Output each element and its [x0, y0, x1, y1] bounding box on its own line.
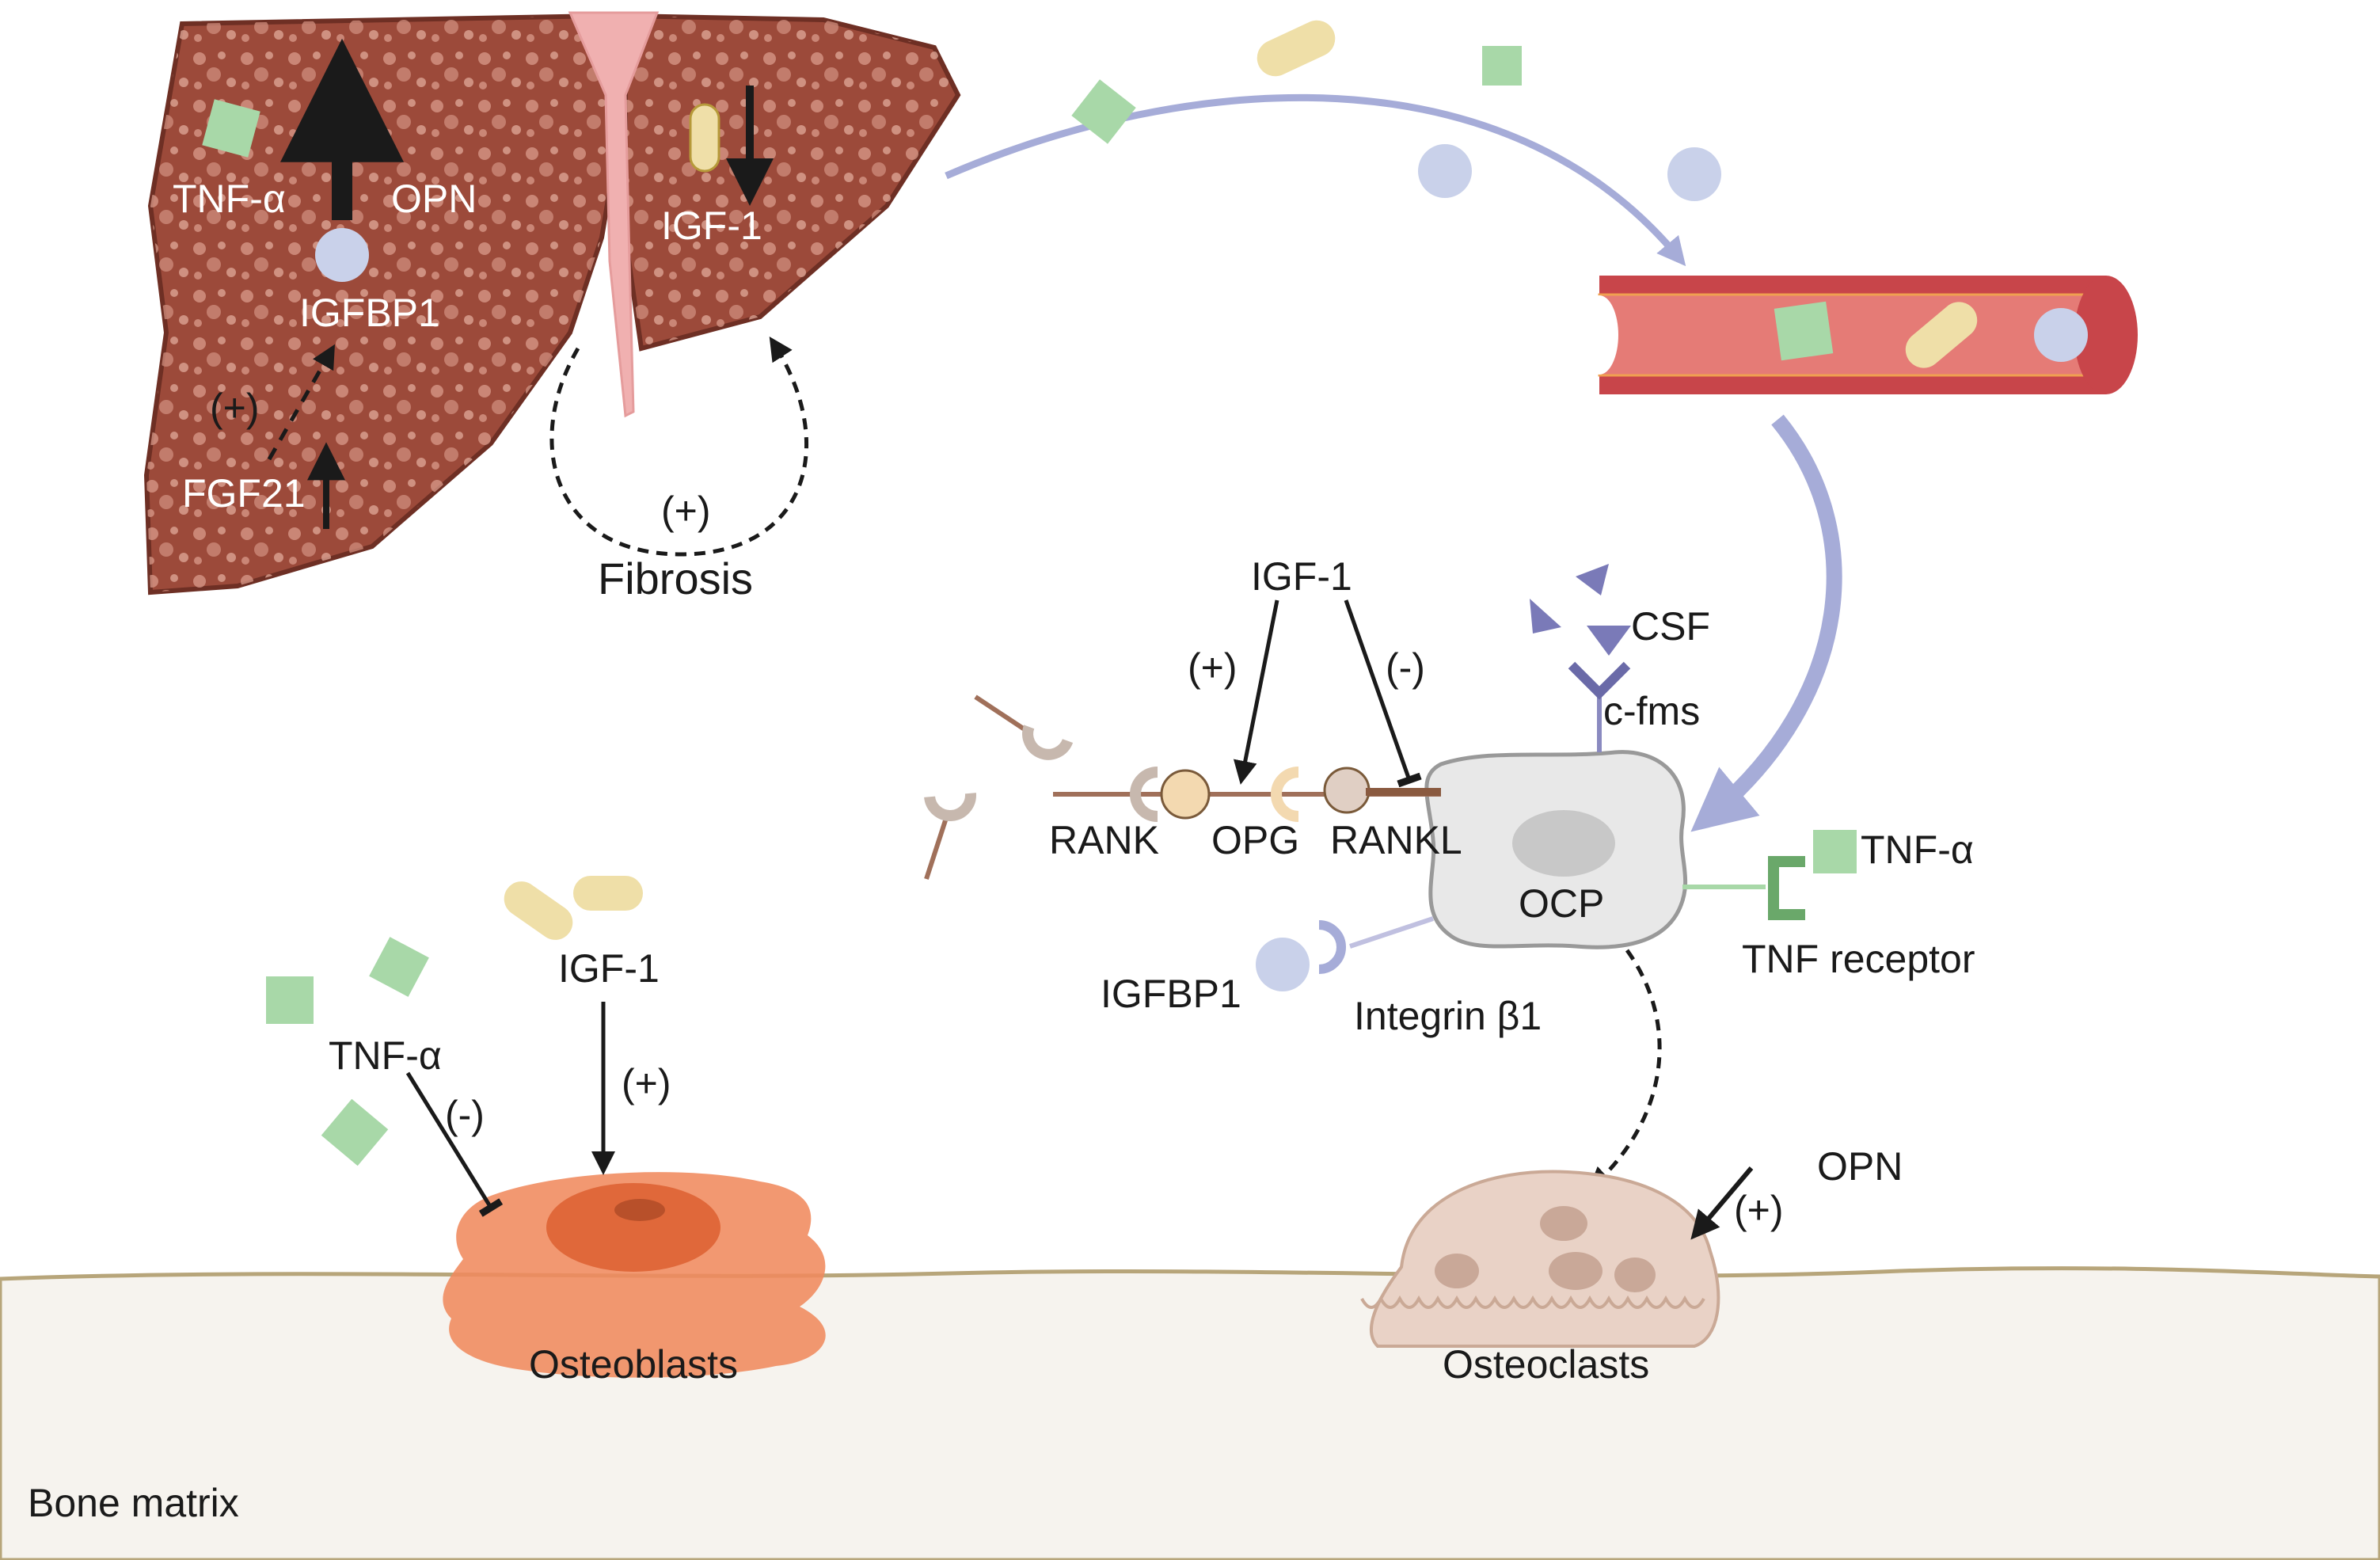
floating-rank-stem-1	[974, 694, 1031, 735]
floating-rank-receptor-1	[1022, 725, 1074, 760]
bone-opn-plus-label: (+)	[1734, 1188, 1784, 1232]
igf1-capsule-bone-1	[504, 881, 573, 940]
opg-receptor-icon	[1271, 767, 1299, 822]
rankl-label: RANKL	[1330, 818, 1462, 862]
fibrosis-loop-arrow	[549, 336, 808, 557]
liver-fgf21-label: FGF21	[182, 471, 306, 516]
osteoclast-nucleus-4	[1614, 1258, 1656, 1292]
signal-tnf-alpha-label: TNF-α	[1861, 828, 1974, 872]
liver-plus-label: (+)	[210, 386, 260, 430]
igfbp1-circle-liver	[315, 228, 369, 282]
ocp-label: OCP	[1519, 881, 1604, 926]
tnf-alpha-square-receptor	[1813, 830, 1857, 873]
cfms-label: c-fms	[1603, 689, 1700, 733]
igf1-to-rankl-inhibit	[1344, 599, 1422, 788]
liver-igf1-label: IGF-1	[661, 204, 762, 248]
blood-vessel	[1580, 276, 2138, 394]
tnf-alpha-square-vessel	[1774, 301, 1834, 361]
tnf-alpha-square-bone-2	[369, 937, 429, 997]
signal-igf1-label: IGF-1	[1251, 554, 1352, 599]
ocp-nucleus	[1512, 810, 1615, 877]
fibrosis-plus-label: (+)	[661, 489, 711, 533]
opn-crescent-1	[1300, 143, 1356, 188]
fibrosis-label: Fibrosis	[598, 554, 753, 603]
opg-circle	[1160, 769, 1211, 820]
igf1-capsule-liver	[689, 103, 720, 173]
igfbp1-circle-vessel	[2034, 308, 2088, 362]
osteoblast-nucleolus	[614, 1199, 665, 1221]
tnf-alpha-square-liver	[202, 99, 260, 158]
osteoclast-nucleus-2	[1540, 1206, 1587, 1241]
opn-crescent-bone	[1755, 1102, 1799, 1156]
osteoblast-nucleus	[546, 1183, 720, 1272]
bone-matrix	[0, 1266, 2380, 1560]
signal-minus-label: (-)	[1386, 645, 1425, 690]
integrin-stem	[1349, 916, 1434, 949]
osteoblast-cell	[443, 1172, 826, 1378]
igf1-capsule-bone-2	[573, 876, 643, 911]
bone-opn-label: OPN	[1817, 1144, 1903, 1189]
osteoblasts-label: Osteoblasts	[529, 1342, 738, 1387]
opg-label: OPG	[1211, 818, 1299, 862]
tnf-alpha-square-bone-1	[266, 976, 314, 1024]
bone-igf1-label: IGF-1	[558, 946, 660, 991]
osteoclast-nucleus-1	[1435, 1254, 1479, 1288]
osteoclast-cell	[1370, 1170, 1720, 1348]
osteoclasts-label: Osteoclasts	[1443, 1342, 1649, 1387]
signal-plus-label: (+)	[1188, 645, 1238, 690]
bone-tnf-alpha-label: TNF-α	[329, 1033, 442, 1078]
igf1-to-opg-arrow	[1233, 599, 1279, 785]
liver-igfbp1-label: IGFBP1	[299, 291, 440, 335]
igfbp1-circle-2	[1667, 147, 1721, 201]
csf-triangle-3	[1587, 626, 1631, 656]
tnf-alpha-square-1	[1071, 79, 1136, 144]
integrin-receptor-icon	[1318, 920, 1346, 974]
igfbp1-circle-1	[1418, 144, 1472, 198]
falciform-ligament	[568, 11, 660, 418]
osteoclast-ruffled-border	[1360, 1295, 1705, 1309]
vessel-to-ocp-arrow	[1690, 414, 1842, 832]
floating-rank-stem-2	[924, 815, 949, 880]
bone-plus-label: (+)	[622, 1061, 671, 1105]
csf-triangle-1	[1576, 564, 1609, 595]
igfbp1-circle-integrin	[1256, 938, 1310, 991]
csf-label: CSF	[1631, 604, 1710, 649]
liver-opn-label: OPN	[391, 177, 477, 221]
igf1-capsule-1	[1257, 20, 1336, 77]
rank-label: RANK	[1049, 818, 1159, 862]
rank-receptor-icon	[1130, 767, 1158, 822]
cfms-receptor-icon	[1568, 661, 1631, 700]
liver	[143, 11, 961, 595]
csf-triangle-2	[1530, 599, 1561, 634]
rankl-circle	[1323, 767, 1371, 814]
ocp-to-osteoclast-arrow	[1587, 949, 1662, 1192]
tnf-to-osteoblast-inhibit	[405, 1071, 504, 1217]
bone-matrix-label: Bone matrix	[28, 1481, 239, 1525]
tnf-alpha-square-2	[1482, 46, 1522, 86]
signal-igfbp1-label: IGFBP1	[1101, 972, 1241, 1016]
floating-rank-receptor-2	[924, 793, 976, 821]
liver-to-vessel-arrow	[945, 93, 1686, 267]
tnf-alpha-square-bone-3	[321, 1098, 389, 1166]
igf1-capsule-vessel	[1905, 302, 1978, 368]
opn-to-osteoclast-arrow	[1690, 1166, 1754, 1240]
opn-crescent-2	[1523, 186, 1566, 240]
tnf-receptor-label: TNF receptor	[1742, 937, 1975, 981]
liver-tnf-alpha-label: TNF-α	[173, 177, 286, 221]
tnf-receptor-icon	[1768, 856, 1805, 920]
osteoclast-nucleus-3	[1549, 1252, 1603, 1290]
integrin-label: Integrin β1	[1354, 994, 1542, 1038]
bone-minus-label: (-)	[445, 1093, 485, 1137]
